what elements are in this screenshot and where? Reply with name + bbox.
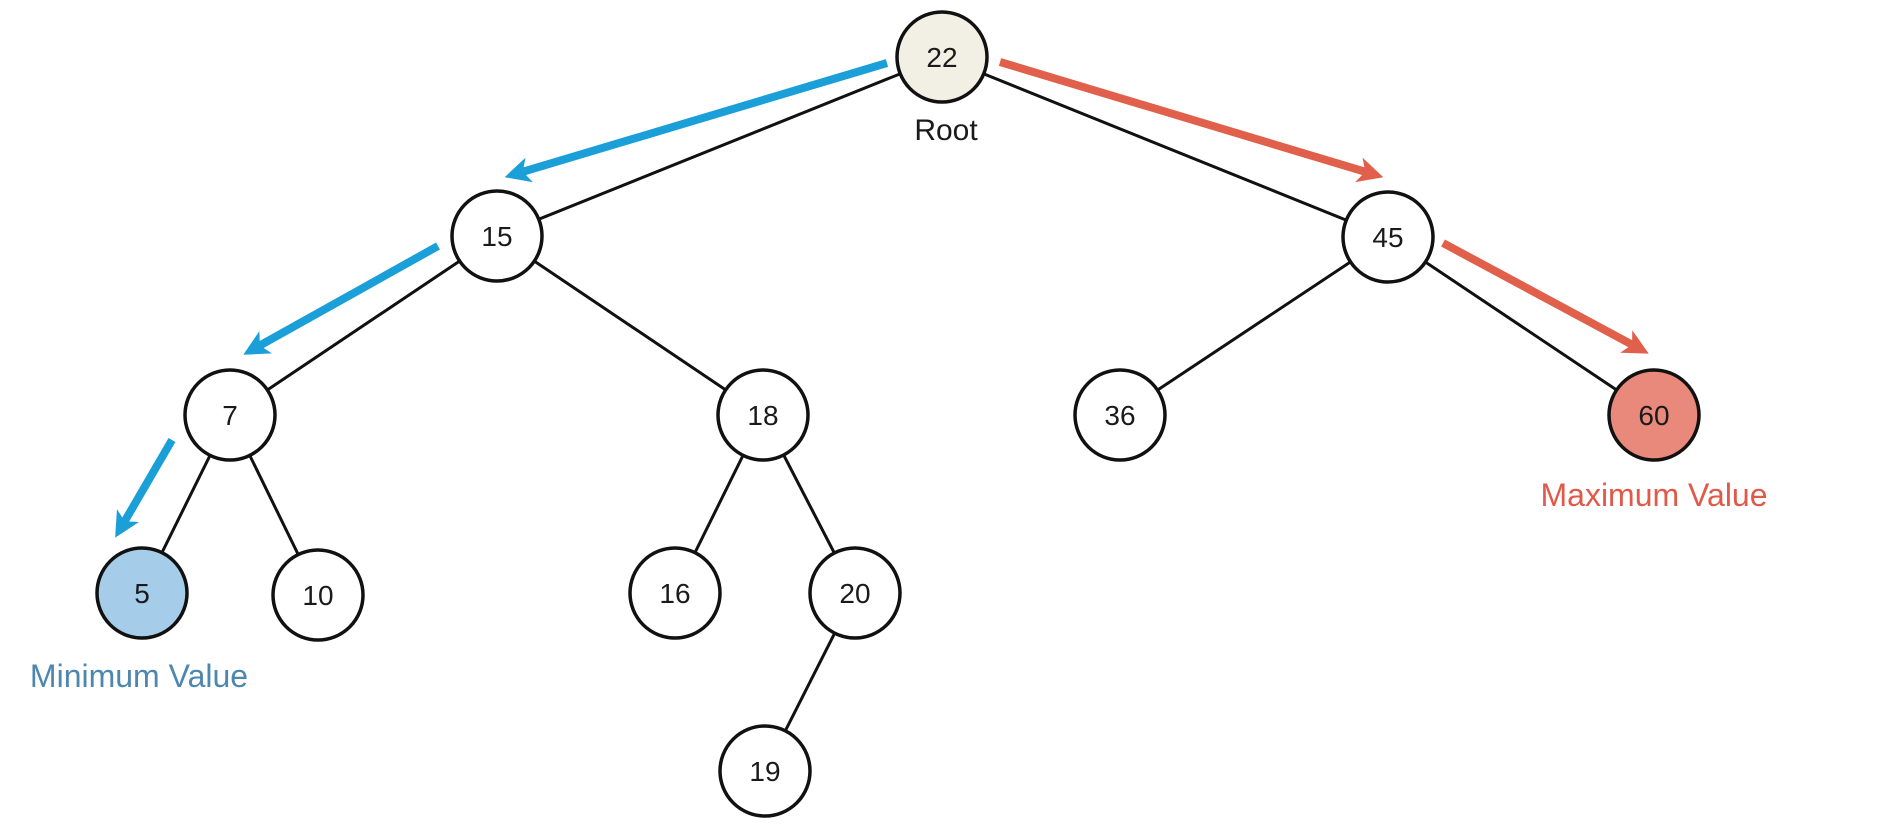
node-circle-5 [95,546,189,640]
tree-edges-layer [140,55,1655,772]
node-circle-18 [716,368,810,462]
min-path-arrow-2 [243,242,440,355]
edge-22-45 [941,55,1389,239]
node-circle-45 [1341,190,1435,284]
max-path-arrow-2 [1441,239,1649,354]
node-value-36: 36 [1104,400,1135,431]
root-label: Root [914,114,978,147]
maximum-value-label: Maximum Value [1540,477,1767,513]
tree-node-19: 19 [718,724,812,818]
tree-node-10: 10 [271,548,365,642]
edge-22-15 [496,55,943,238]
edge-45-60 [1387,235,1655,417]
min-path-arrow-3 [115,437,176,538]
tree-node-36: 36 [1073,368,1167,462]
node-value-5: 5 [134,578,150,609]
tree-node-60-maximum: 60 [1607,368,1701,462]
node-value-45: 45 [1372,222,1403,253]
node-circle-15 [450,189,544,283]
node-circle-22 [895,10,989,104]
tree-node-15: 15 [450,189,544,283]
node-value-7: 7 [222,400,238,431]
traversal-arrows-layer [115,58,1649,538]
edge-45-36 [1119,235,1389,417]
tree-node-5-minimum: 5 [95,546,189,640]
tree-node-7: 7 [183,368,277,462]
max-path-arrow-1 [998,58,1384,183]
node-value-60: 60 [1638,400,1669,431]
node-value-15: 15 [481,221,512,252]
tree-node-45: 45 [1341,190,1435,284]
node-value-10: 10 [302,580,333,611]
node-value-16: 16 [659,578,690,609]
node-circle-7 [183,368,277,462]
tree-node-20: 20 [808,546,902,640]
node-circle-16 [628,546,722,640]
node-value-20: 20 [839,578,870,609]
edge-15-18 [496,234,764,417]
tree-node-22-root: 22 [895,10,989,104]
tree-nodes-layer: 22 15 45 7 18 36 60 5 10 16 20 19 [95,10,1701,818]
minimum-value-label: Minimum Value [30,658,248,694]
node-value-18: 18 [747,400,778,431]
tree-node-18: 18 [716,368,810,462]
node-circle-60 [1607,368,1701,462]
tree-node-16: 16 [628,546,722,640]
node-circle-20 [808,546,902,640]
edge-15-7 [229,234,498,417]
min-path-arrow-1 [504,59,889,183]
node-circle-36 [1073,368,1167,462]
node-value-19: 19 [749,756,780,787]
node-circle-19 [718,724,812,818]
node-circle-10 [271,548,365,642]
node-value-22: 22 [926,42,957,73]
